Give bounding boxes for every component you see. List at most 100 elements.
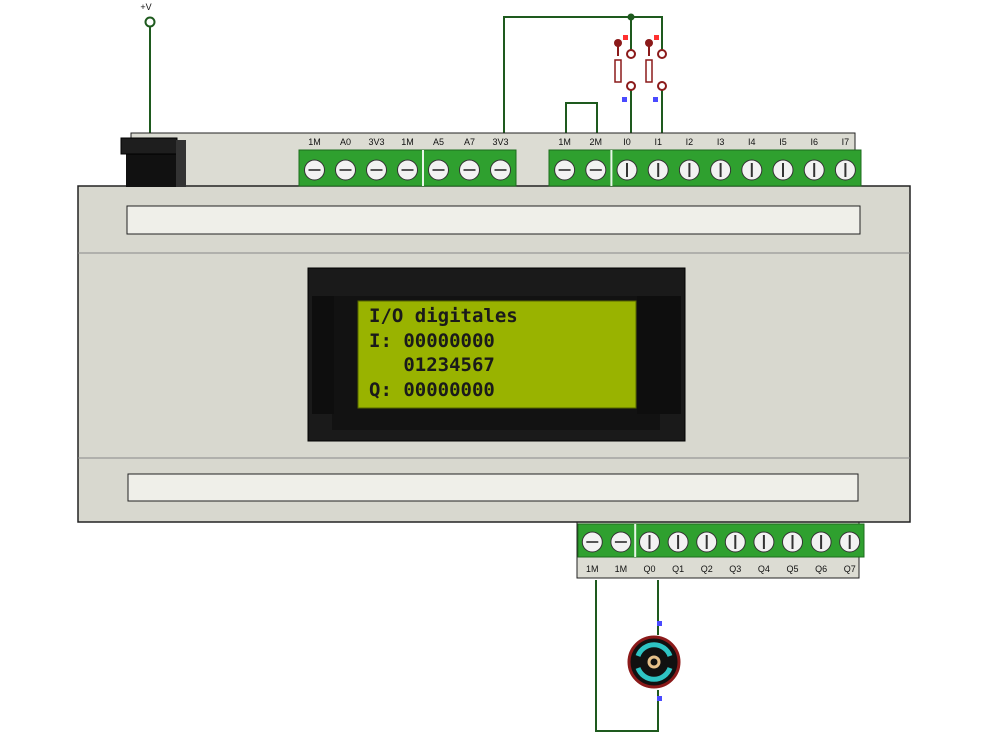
power-jack-cap	[120, 137, 178, 155]
terminal-label: I2	[686, 137, 694, 147]
terminal-screw[interactable]	[741, 159, 763, 181]
dc-motor[interactable]	[627, 621, 681, 701]
terminal-screw[interactable]	[335, 159, 356, 181]
terminal-screw[interactable]	[397, 159, 418, 181]
pin-marker	[653, 97, 658, 102]
terminal-screw[interactable]	[772, 159, 794, 181]
terminal-screw[interactable]	[428, 159, 449, 181]
switch-contact-top	[626, 49, 636, 59]
switch-contact-top	[657, 49, 667, 59]
terminal-label: 3V3	[368, 137, 384, 147]
terminal-screw[interactable]	[459, 159, 480, 181]
lcd-screen	[357, 300, 637, 409]
lcd-line-3: 01234567	[369, 354, 495, 376]
terminal-screw[interactable]	[678, 159, 700, 181]
pushbutton-i0[interactable]	[614, 35, 636, 102]
power-jack-body	[126, 150, 183, 187]
terminal-label: A7	[464, 137, 475, 147]
switch-marker	[654, 35, 659, 40]
terminal-screw[interactable]	[366, 159, 387, 181]
power-jack[interactable]	[120, 137, 186, 187]
terminal-screw[interactable]	[554, 159, 576, 181]
terminal-label: 1M	[586, 564, 599, 574]
terminal-label: Q7	[844, 564, 856, 574]
pin-marker	[622, 97, 627, 102]
terminal-label: Q2	[701, 564, 713, 574]
terminal-label: Q0	[643, 564, 655, 574]
motor-rotor-arc-top	[635, 642, 673, 658]
terminal-label: 2M	[590, 137, 603, 147]
terminal-label: I6	[810, 137, 818, 147]
terminal-label: 1M	[308, 137, 321, 147]
switch-marker	[623, 35, 628, 40]
switch-body	[645, 59, 653, 83]
terminal-screw[interactable]	[839, 531, 861, 553]
top-label-slot	[126, 205, 861, 235]
lcd-bezel-right	[637, 296, 681, 414]
switch-contact-bottom	[626, 81, 636, 91]
terminal-label: I3	[717, 137, 725, 147]
supply-terminal[interactable]	[144, 16, 156, 28]
motor-shaft	[647, 655, 661, 669]
junction-dot	[627, 13, 635, 21]
terminal-screw[interactable]	[490, 159, 511, 181]
plc-module: I/O digitales I: 00000000 01234567 Q: 00…	[77, 132, 911, 579]
lcd-line-2: I: 00000000	[369, 330, 495, 352]
terminal-screw[interactable]	[724, 531, 746, 553]
pin-marker	[657, 696, 662, 701]
terminal-label: 1M	[615, 564, 628, 574]
terminal-screw[interactable]	[304, 159, 325, 181]
wire-1m-2m-jumper	[565, 102, 598, 150]
wire-3v3-to-switches	[503, 16, 663, 150]
terminal-label: Q6	[815, 564, 827, 574]
bottom-label-slot	[127, 473, 859, 502]
top-terminal-block-inputs: 1M 2M I0 I1 I2 I3 I4 I5 I6 I7	[548, 137, 862, 187]
switch-knob	[614, 39, 622, 47]
terminal-label: I4	[748, 137, 756, 147]
terminal-label: 3V3	[492, 137, 508, 147]
terminal-screw[interactable]	[753, 531, 775, 553]
terminal-label: 1M	[401, 137, 414, 147]
bottom-terminal-block-outputs: 1M 1M Q0 Q1 Q2 Q3 Q4 Q5 Q6 Q7	[577, 523, 865, 574]
terminal-screw[interactable]	[782, 531, 803, 553]
pin-marker	[657, 621, 662, 626]
terminal-label: 1M	[558, 137, 571, 147]
terminal-screw[interactable]	[834, 159, 856, 181]
terminal-label: I5	[779, 137, 787, 147]
terminal-label: Q5	[786, 564, 798, 574]
lcd-bezel-left	[312, 296, 334, 414]
terminal-label: Q1	[672, 564, 684, 574]
motor-rotor-arc-bottom	[635, 666, 673, 682]
terminal-screw[interactable]	[667, 531, 689, 553]
wires	[149, 16, 663, 732]
terminal-screw[interactable]	[610, 531, 632, 553]
terminal-screw[interactable]	[581, 531, 603, 553]
switch-knob	[645, 39, 653, 47]
terminal-screw[interactable]	[639, 531, 660, 553]
terminal-label: I7	[842, 137, 850, 147]
terminal-label: I1	[654, 137, 662, 147]
terminal-label: A5	[433, 137, 444, 147]
supply-label: +V	[140, 2, 151, 12]
terminal-screw[interactable]	[585, 159, 607, 181]
terminal-screw[interactable]	[696, 531, 718, 553]
switch-body	[614, 59, 622, 83]
top-terminal-block-analog: 1M A0 3V3 1M A5 A7 3V3	[298, 137, 517, 187]
terminal-label: A0	[340, 137, 351, 147]
power-jack-highlight	[176, 140, 186, 187]
terminal-screw[interactable]	[616, 159, 638, 181]
pushbutton-i1[interactable]	[645, 35, 667, 102]
lcd-line-4: Q: 00000000	[369, 379, 495, 401]
terminal-label: Q4	[758, 564, 770, 574]
terminal-screw[interactable]	[810, 531, 832, 553]
lcd-display: I/O digitales I: 00000000 01234567 Q: 00…	[307, 267, 686, 442]
lcd-line-1: I/O digitales	[369, 305, 518, 327]
terminal-screw[interactable]	[710, 159, 732, 181]
terminal-label: I0	[623, 137, 631, 147]
terminal-screw[interactable]	[647, 159, 669, 181]
wire-1m-to-motor	[595, 580, 659, 732]
terminal-screw[interactable]	[803, 159, 825, 181]
terminal-label: Q3	[729, 564, 741, 574]
switch-contact-bottom	[657, 81, 667, 91]
